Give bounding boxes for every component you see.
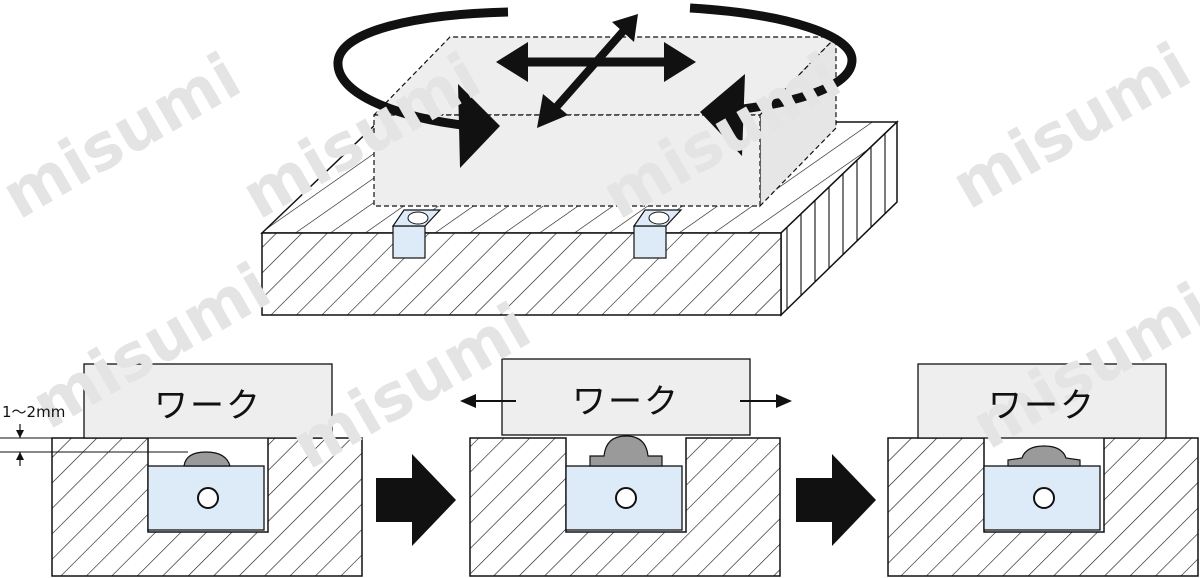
- stage-3-ball: [1007, 445, 1081, 467]
- stage-1: [51, 363, 363, 577]
- stage-2-right-arrow-icon: [740, 394, 792, 408]
- stage-1-workpiece: [83, 363, 333, 439]
- ball-transfer-unit-right: [632, 209, 683, 259]
- ball-transfer-unit-left: [391, 209, 442, 259]
- stage-3-work-label: ワーク: [988, 386, 1096, 426]
- base-plate-front-face: [261, 232, 782, 316]
- top-illustration: [260, 3, 899, 317]
- stage-3-workpiece: [917, 363, 1167, 439]
- rotation-arrow-icon: [333, 3, 857, 168]
- stage-2-left-arrow-icon: [460, 394, 516, 408]
- stage-2-unit-hole: [615, 487, 637, 509]
- transition-arrow-1-icon: [376, 454, 456, 546]
- stage-3: [887, 363, 1199, 577]
- transition-arrow-2-icon: [796, 454, 876, 546]
- gap-label: 1～2mm: [2, 403, 66, 421]
- stage-1-ball: [183, 451, 231, 467]
- stage-1-work-label: ワーク: [154, 386, 262, 426]
- gap-dimension: [0, 424, 188, 466]
- stage-2-work-label: ワーク: [572, 382, 680, 422]
- stage-1-unit-hole: [197, 487, 219, 509]
- stage-3-unit-hole: [1033, 487, 1055, 509]
- stage-2-workpiece: [501, 358, 751, 436]
- stage-2-ball: [589, 435, 663, 467]
- diagonal-double-arrow-icon: [537, 14, 638, 128]
- stage-2: [460, 358, 792, 577]
